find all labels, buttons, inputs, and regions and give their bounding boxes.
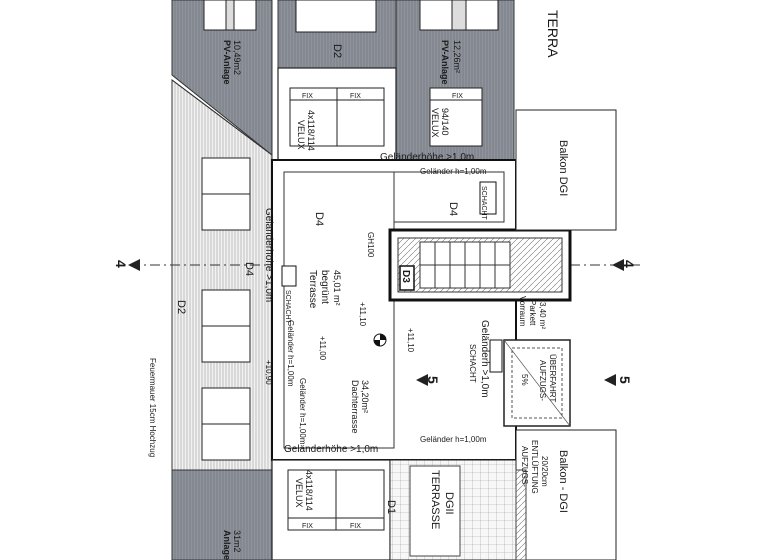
pv-right-top-label: PV-Anlage bbox=[440, 40, 450, 85]
d2-top: D2 bbox=[331, 44, 343, 58]
lift-vent-2: ENTLÜFTUNG bbox=[530, 440, 539, 494]
pv-left-top-area: 10,49m2 bbox=[232, 40, 242, 75]
railing-mid: Geländer h=1,00m bbox=[298, 378, 307, 445]
section-5-mid: 5 bbox=[425, 376, 441, 384]
section-4-right: 4 bbox=[621, 260, 637, 268]
terrace-main bbox=[271, 159, 517, 461]
dormer-bottom bbox=[271, 459, 527, 560]
balconies bbox=[515, 109, 617, 560]
lift-vent-3: 20/20cm bbox=[540, 456, 549, 487]
fix-label-4: FIX bbox=[302, 523, 313, 530]
railing-top: Geländerhöhe >1,0m bbox=[380, 152, 474, 163]
velux-top-size: 4x118/114 bbox=[306, 110, 316, 151]
dormer-top bbox=[277, 67, 483, 161]
pv-left-top-label: PV-Anlage bbox=[222, 40, 232, 85]
d2-left: D2 bbox=[175, 300, 187, 314]
slope-label: 5% bbox=[520, 374, 529, 386]
d1: D1 bbox=[385, 500, 397, 514]
lift-overrun-2: ÜBERFAHRT bbox=[548, 354, 557, 402]
title-right: TERRA bbox=[545, 10, 561, 58]
skylights-top bbox=[203, 0, 499, 33]
velux-right-label: VELUX bbox=[430, 108, 440, 138]
fix-label-3: FIX bbox=[452, 93, 463, 100]
section-markers bbox=[128, 259, 624, 386]
parkett-label: Parkett bbox=[528, 300, 537, 326]
vorraum-label: Vorraum bbox=[518, 296, 527, 327]
schacht-mid: SCHACHT bbox=[284, 290, 291, 325]
railing-right: Geländerh >1,0m bbox=[479, 320, 490, 398]
fix-label-5: FIX bbox=[350, 523, 361, 530]
velux-top-label: VELUX bbox=[296, 120, 306, 150]
railing-top-sub: Geländer h=1,00m bbox=[420, 167, 487, 176]
d4-right: D4 bbox=[447, 202, 459, 216]
d4-main: D4 bbox=[313, 212, 325, 226]
d4-left: D4 bbox=[243, 262, 255, 276]
balkon-bottom: Balkon - DGI bbox=[557, 450, 569, 513]
velux-bottom-size: 4x118/114 bbox=[304, 470, 314, 511]
vorraum-area: 3,40 m² bbox=[538, 302, 547, 329]
level-1090: +10,90 bbox=[264, 360, 273, 385]
section-4-left: 4 bbox=[113, 260, 129, 268]
level-1100: +11,00 bbox=[318, 336, 327, 361]
terrasse-dgii-1: TERRASSE bbox=[429, 470, 441, 529]
railing-bottom-sub: Geländer h=1,00m bbox=[420, 435, 487, 444]
level-1110-b: +11,10 bbox=[406, 328, 415, 353]
fix-label-2: FIX bbox=[350, 93, 361, 100]
terrasse-dgii-2: DGII bbox=[443, 492, 455, 515]
velux-bottom-label: VELUX bbox=[294, 478, 304, 508]
terrasse-area: 45,01 m² bbox=[332, 270, 342, 306]
pv-bottom-area: 31m2 bbox=[232, 530, 242, 553]
schacht-right: SCHACHT bbox=[468, 344, 477, 383]
dachterrasse-area: 34,20m² bbox=[360, 380, 370, 413]
railing-left-sub: Geländer h=1,00m bbox=[286, 320, 295, 387]
pv-right-top-area: 12,26m² bbox=[452, 40, 462, 73]
lift-overrun-1: AUFZUGS- bbox=[538, 360, 547, 401]
d3: D3 bbox=[400, 270, 411, 283]
firewall-label: Feuermauer 15cm Hochzug bbox=[148, 358, 157, 457]
velux-right-size: 94/140 bbox=[440, 108, 450, 136]
stair-core bbox=[388, 228, 572, 302]
lift-vent-1: AUFZUGS- bbox=[520, 446, 529, 487]
railing-left: Geländerhöhe >1,0m bbox=[263, 208, 274, 302]
section-5-right: 5 bbox=[617, 376, 633, 384]
level-1110-a: +11,10 bbox=[358, 302, 367, 327]
level-marker-symbol bbox=[373, 333, 387, 347]
terrasse-sub: begrünt bbox=[319, 270, 330, 304]
schacht-top-right: SCHACHT bbox=[480, 186, 487, 221]
pv-bottom-label: Anlage bbox=[222, 530, 232, 560]
skylights-left bbox=[201, 157, 251, 461]
gh100: GH100 bbox=[366, 232, 375, 258]
shafts bbox=[281, 181, 503, 373]
balkon-top: Balkon DGI bbox=[557, 140, 569, 196]
fix-label-1: FIX bbox=[302, 93, 313, 100]
terrasse-name: Terrasse bbox=[307, 270, 318, 309]
lift-shaft bbox=[503, 339, 571, 427]
dachterrasse: Dachterrasse bbox=[350, 380, 360, 434]
railing-bottom: Geländerhöhe >1,0m bbox=[284, 444, 378, 455]
